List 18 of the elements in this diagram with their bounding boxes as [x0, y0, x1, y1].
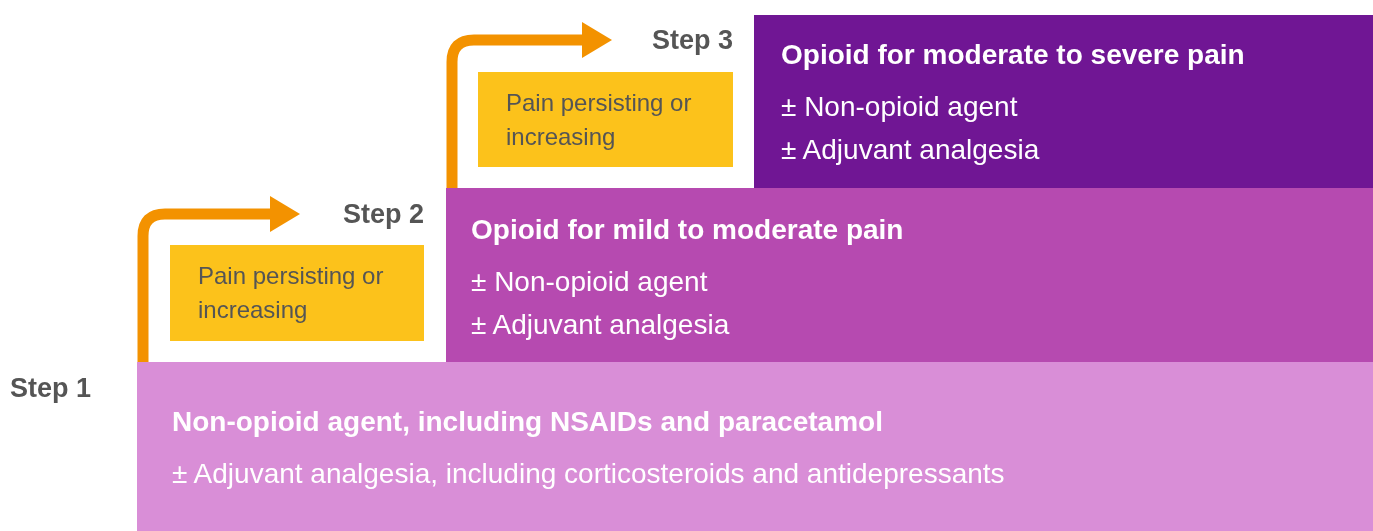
step-label: Step 2 [300, 196, 424, 232]
step-option: ± Adjuvant analgesia [471, 303, 1373, 346]
step-box [446, 188, 1373, 362]
step-heading: Opioid for moderate to severe pain [781, 38, 1246, 72]
step-label: Step 1 [10, 372, 92, 405]
step-heading: Non-opioid agent, including NSAIDs and paracetamol [172, 405, 884, 439]
step-box [137, 362, 1373, 531]
step-option: ± Adjuvant analgesia [781, 128, 1373, 171]
step-option: ± Adjuvant analgesia, including corticosteroids and antidepressants [172, 452, 1373, 495]
arrow [446, 22, 612, 188]
arrow [137, 196, 300, 362]
step-option: ± Non-opioid agent [781, 85, 1373, 128]
step-label: Step 3 [612, 22, 733, 58]
step-box [754, 15, 1373, 188]
step-heading: Opioid for mild to moderate pain [471, 213, 905, 247]
condition-box: Pain persisting or increasing [170, 245, 424, 341]
step-option: ± Non-opioid agent [471, 260, 1373, 303]
condition-box: Pain persisting or increasing [478, 72, 733, 167]
